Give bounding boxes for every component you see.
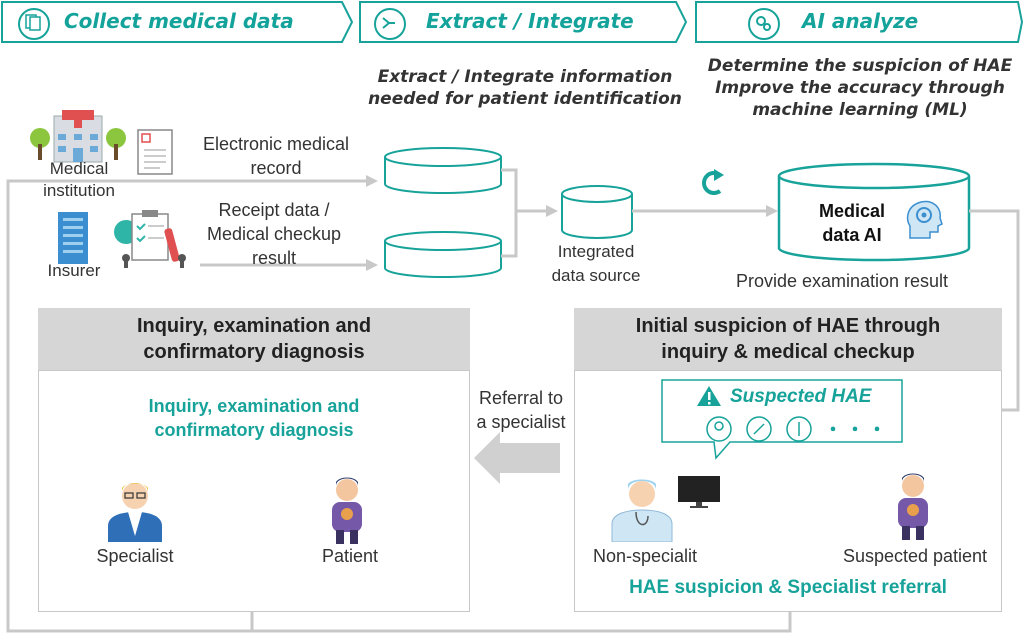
non-specialist-label: Non-specialit (592, 546, 698, 566)
feedback-loop-line (6, 179, 365, 633)
step-title-collect: Collect medical data (64, 9, 294, 33)
hospital-icon (30, 110, 126, 163)
step-title-extract: Extract / Integrate (426, 9, 634, 33)
ai-note-line3: machine learning (ML) (752, 100, 968, 120)
specialist-doctor-icon (108, 483, 162, 542)
symptom-icons (706, 416, 812, 442)
receipt-line3: result (251, 248, 296, 268)
ai-note: Determine the suspicion of HAE Improve t… (700, 55, 1020, 121)
medical-ai-cylinder (777, 162, 971, 262)
medical-line1: Medical (49, 159, 109, 178)
left-sub-line1: Inquiry, examination and (148, 396, 360, 416)
extract-note: Extract / Integrate information needed f… (360, 66, 690, 110)
right-head-line1: Initial suspicion of HAE through (635, 315, 941, 337)
receipt-line1: Receipt data / (218, 200, 330, 220)
right-panel-header: Initial suspicion of HAE through inquiry… (574, 308, 1002, 370)
provide-result-label: Provide examination result (735, 271, 949, 291)
receipt-label: Receipt data / Medical checkup result (184, 198, 364, 270)
emr-label: Electronic medical record (180, 132, 372, 180)
referral-label: Referral to a specialist (462, 386, 580, 434)
medical-line2: institution (43, 181, 115, 200)
integrated-line2: data source (551, 266, 641, 285)
more-dots: ・・・ (824, 420, 890, 440)
step-banner-collect (1, 1, 354, 43)
emr-line2: record (250, 158, 302, 178)
integrated-data-cylinder (561, 185, 633, 239)
receipt-data-cylinder (384, 231, 502, 278)
left-head-line1: Inquiry, examination and (136, 315, 372, 337)
left-panel-header: Inquiry, examination and confirmatory di… (38, 308, 470, 370)
ai-brain-head-icon (906, 200, 943, 239)
integrate-icon (374, 8, 406, 40)
ai-line1: Medical (818, 201, 886, 221)
warning-icon (697, 386, 721, 406)
insurer-label: Insurer (47, 261, 101, 280)
medical-institution-label: Medical institution (24, 158, 134, 202)
left-panel-body (38, 370, 470, 612)
patient-icon (332, 477, 362, 544)
documents-glyph (25, 14, 41, 31)
suspected-hae-title: Suspected HAE (730, 386, 872, 407)
refresh-icon (702, 169, 724, 195)
referral-line1: Referral to (478, 388, 564, 408)
left-panel-subtitle: Inquiry, examination and confirmatory di… (38, 394, 470, 442)
referral-line2: a specialist (476, 412, 566, 432)
step-banner-extract (359, 1, 688, 43)
documents-icon (18, 8, 50, 40)
integrated-source-label: Integrated data source (540, 240, 652, 288)
emr-data-cylinder (384, 147, 502, 194)
right-panel-footer: HAE suspicion & Specialist referral (629, 577, 947, 598)
receipt-line2: Medical checkup (206, 224, 342, 244)
left-head-line2: confirmatory diagnosis (143, 341, 365, 363)
integrate-glyph (382, 17, 395, 29)
gears-icon (748, 8, 780, 40)
suspected-patient-icon (898, 473, 928, 540)
insurer-building-icon (58, 212, 88, 264)
suspected-patient-label: Suspected patient (842, 546, 988, 566)
ai-note-line2: Improve the accuracy through (715, 78, 1005, 98)
emr-line1: Electronic medical (202, 134, 350, 154)
specialist-label: Specialist (96, 546, 174, 566)
ai-note-line1: Determine the suspicion of HAE (707, 56, 1013, 76)
extract-note-line2: needed for patient identification (368, 89, 682, 109)
integrated-line1: Integrated (557, 242, 635, 261)
monitor-icon (678, 476, 720, 508)
step-title-ai: AI analyze (802, 9, 919, 33)
ai-line2: data AI (822, 225, 882, 245)
patient-label: Patient (321, 546, 379, 566)
non-specialist-doctor-icon (611, 479, 673, 542)
medical-record-icon (137, 129, 173, 175)
checkup-clipboard-icon (114, 210, 186, 268)
right-head-line2: inquiry & medical checkup (661, 341, 915, 363)
medical-ai-label: Medical data AI (804, 199, 900, 247)
referral-arrow (474, 432, 560, 484)
left-sub-line2: confirmatory diagnosis (154, 420, 354, 440)
extract-note-line1: Extract / Integrate information (377, 67, 673, 87)
gears-glyph (756, 16, 771, 31)
